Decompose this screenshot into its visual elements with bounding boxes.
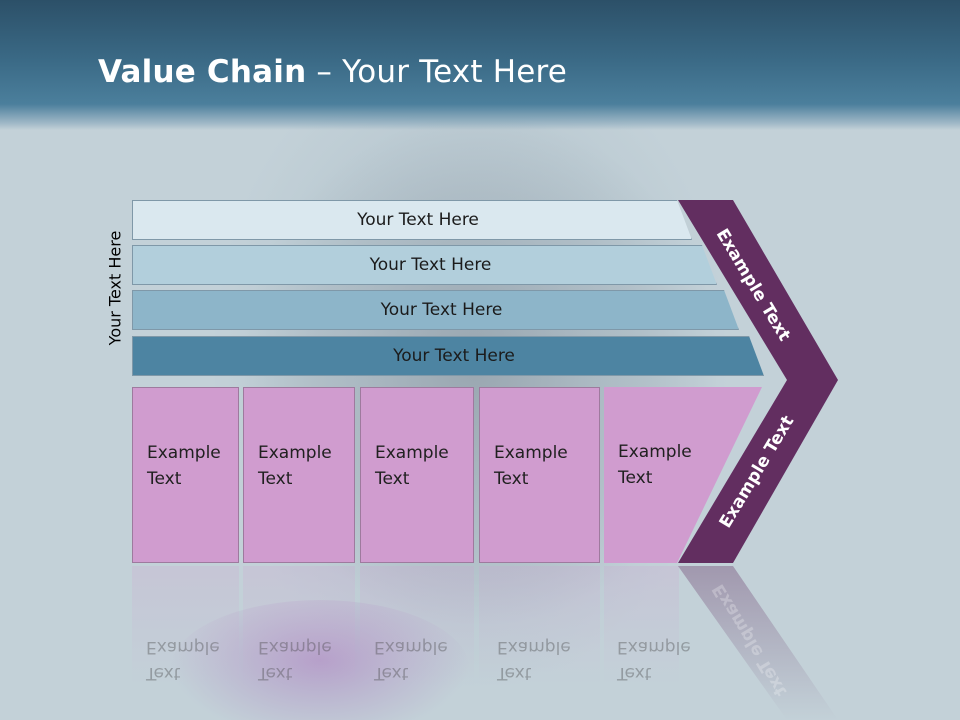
box-1: Example Text bbox=[132, 387, 239, 563]
box-5-line2: Text bbox=[618, 468, 653, 488]
box-3-reflection bbox=[360, 566, 474, 686]
box-4-line2: Text bbox=[494, 469, 529, 489]
bar-3: Your Text Here bbox=[132, 290, 739, 330]
box-4-line1: Example bbox=[494, 443, 568, 463]
box-5-reflection bbox=[604, 566, 679, 686]
bar-1-label: Your Text Here bbox=[357, 210, 479, 230]
box-1-line2: Text bbox=[147, 469, 182, 489]
bar-2-label: Your Text Here bbox=[369, 255, 492, 275]
bar-2: Your Text Here bbox=[132, 245, 717, 285]
bar-4-label: Your Text Here bbox=[393, 346, 515, 366]
page-title: Value Chain – Your Text Here bbox=[98, 54, 567, 90]
chevron-reflection bbox=[678, 566, 838, 720]
box-4-reflection bbox=[479, 566, 600, 686]
bar-1: Your Text Here bbox=[132, 200, 692, 240]
box-3-line1: Example bbox=[375, 443, 449, 463]
box-3-line2: Text bbox=[375, 469, 410, 489]
box-2-reflection bbox=[243, 566, 355, 686]
header-band bbox=[0, 0, 960, 130]
chevron-lower bbox=[678, 380, 838, 563]
box-1-reflection bbox=[132, 566, 239, 686]
box-2-line1: Example bbox=[258, 443, 332, 463]
box-3: Example Text bbox=[360, 387, 474, 563]
box-4: Example Text bbox=[479, 387, 600, 563]
bar-4: Your Text Here bbox=[132, 336, 764, 376]
bar-3-label: Your Text Here bbox=[380, 300, 503, 320]
box-2-line2: Text bbox=[258, 469, 293, 489]
box-2: Example Text bbox=[243, 387, 355, 563]
background-hand bbox=[170, 600, 470, 720]
box-1-line1: Example bbox=[147, 443, 221, 463]
chevron-upper bbox=[678, 200, 838, 380]
title-rest: – Your Text Here bbox=[306, 54, 568, 90]
box-5-line1: Example bbox=[618, 442, 692, 462]
title-bold: Value Chain bbox=[98, 54, 307, 90]
